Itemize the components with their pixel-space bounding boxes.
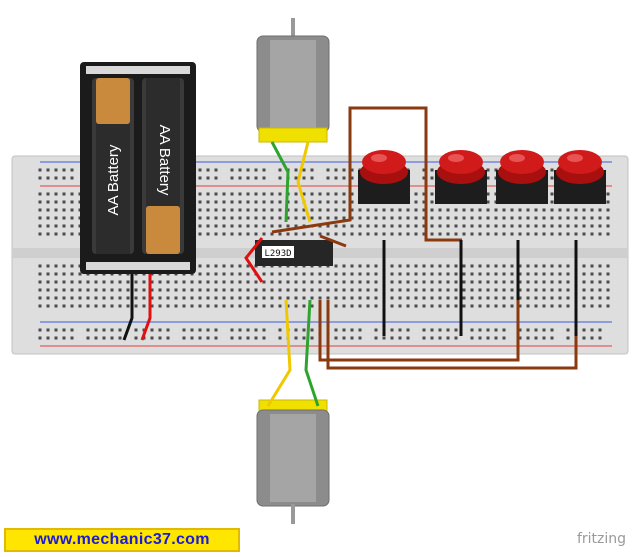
battery-cell-label: AA Battery xyxy=(105,144,122,215)
push-buttons xyxy=(358,150,606,204)
motor-top-wire-yellow xyxy=(296,141,312,223)
battery-lead-black xyxy=(122,274,134,341)
motor-bottom xyxy=(256,399,330,524)
push-button xyxy=(554,150,606,204)
battery-lead-red xyxy=(140,274,152,341)
driver-ic: L293D xyxy=(255,240,333,266)
motor-top-wire-green xyxy=(270,141,290,223)
chip-power-wire xyxy=(244,237,264,283)
battery-cell-label: AA Battery xyxy=(156,125,173,196)
push-button xyxy=(435,150,487,204)
motor-bottom-wire-yellow xyxy=(266,299,292,407)
motor-bottom-wire-green xyxy=(304,299,320,407)
fritzing-watermark: fritzing xyxy=(576,531,626,547)
site-watermark[interactable]: www.mechanic37.com xyxy=(4,528,240,552)
driver-ic-label: L293D xyxy=(264,249,291,259)
battery-pack: AA Battery AA Battery xyxy=(80,62,196,274)
push-button xyxy=(358,150,410,204)
push-button xyxy=(496,150,548,204)
button-leads xyxy=(382,240,578,336)
motor-top xyxy=(256,18,330,143)
